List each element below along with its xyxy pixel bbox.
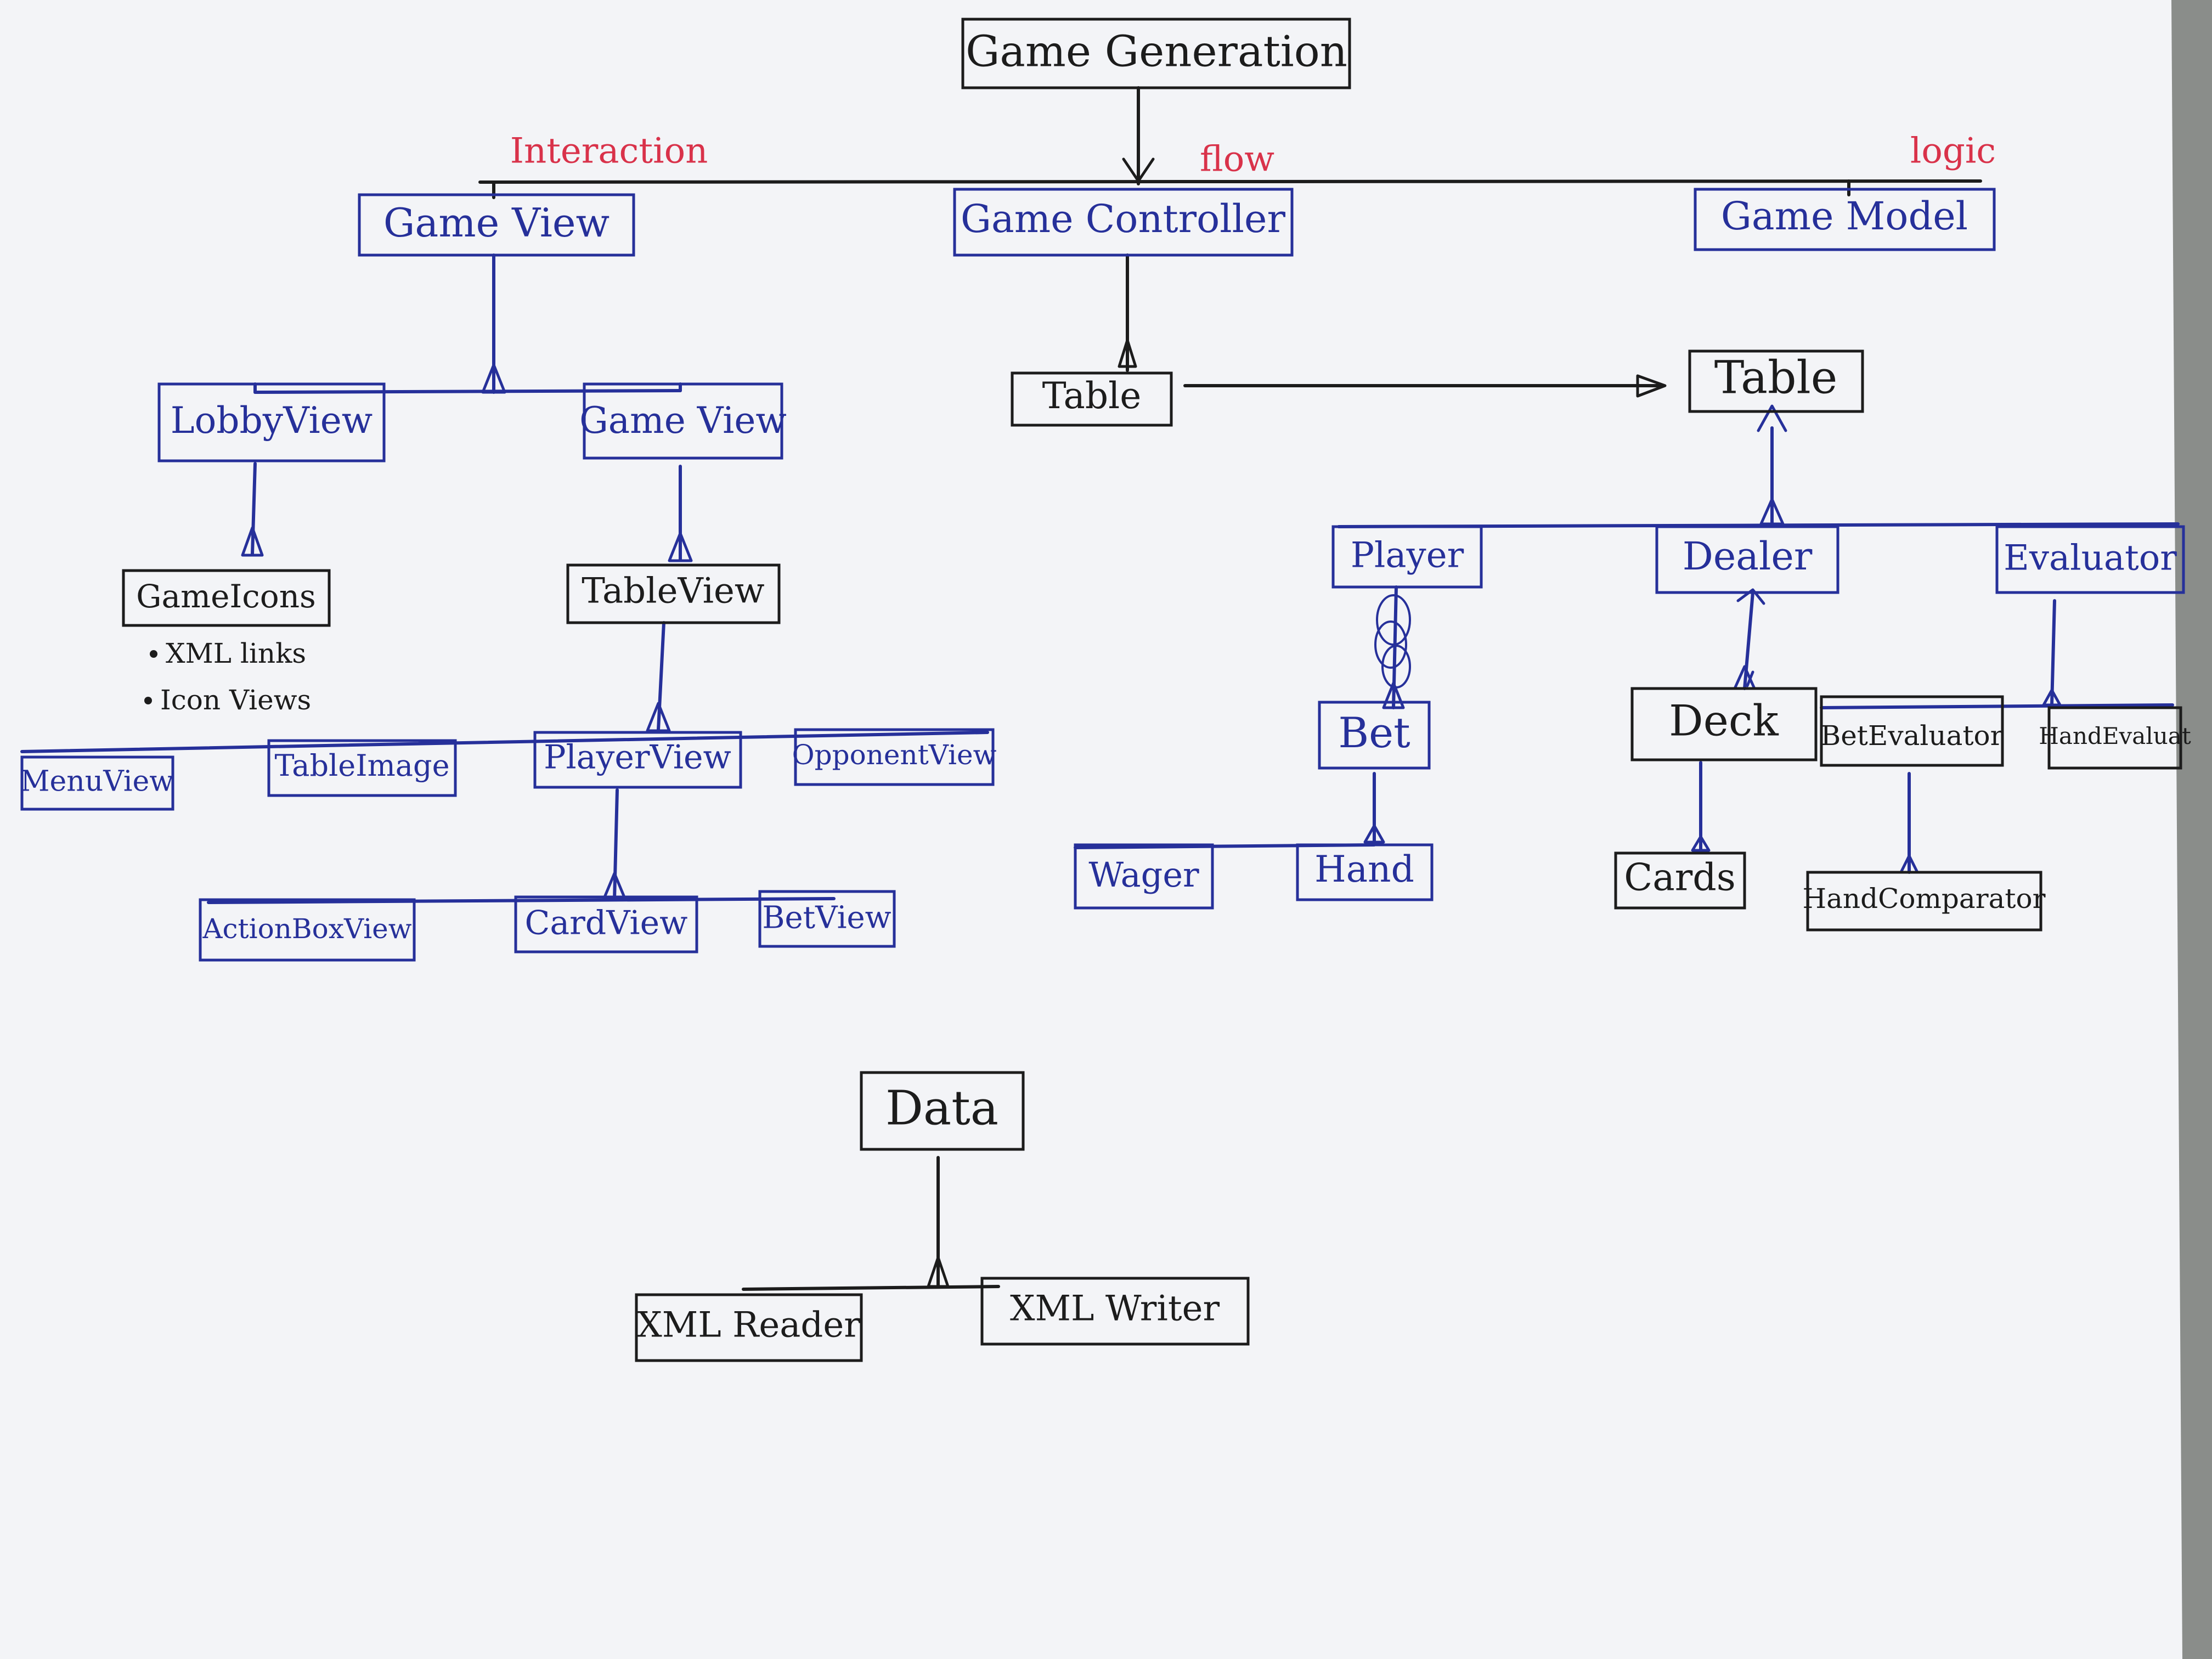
label-action-box-view: ActionBoxView: [202, 913, 411, 945]
scribble-mark: [1374, 594, 1411, 689]
box-game-generation[interactable]: [961, 18, 1351, 89]
box-bet[interactable]: [1318, 701, 1431, 770]
label-game-model: Game Model: [1721, 194, 1968, 239]
box-bet-view[interactable]: [758, 890, 896, 948]
label-bet-evaluator: BetEvaluator: [1820, 720, 2003, 752]
box-hand-evaluator[interactable]: [2047, 706, 2182, 770]
diagram-title: Game Generation: [966, 27, 1347, 77]
box-card-view[interactable]: [514, 895, 698, 953]
label-game-controller: Game Controller: [961, 196, 1285, 241]
label-bet: Bet: [1338, 708, 1410, 757]
label-xml-writer: XML Writer: [1010, 1289, 1220, 1329]
box-action-box-view[interactable]: [199, 898, 416, 962]
label-table-image: TableImage: [274, 748, 449, 783]
label-game-icons: GameIcons: [136, 578, 316, 615]
box-lobby-view[interactable]: [157, 382, 386, 462]
arrowheads-black: [927, 157, 1667, 1288]
box-table-model[interactable]: [1688, 349, 1864, 413]
label-xml-reader: XML Reader: [637, 1305, 861, 1346]
box-table-controller[interactable]: [1011, 371, 1173, 427]
label-hand-comparator: HandComparator: [1802, 883, 2045, 915]
box-player[interactable]: [1331, 525, 1483, 589]
label-cards: Cards: [1624, 856, 1736, 900]
label-table-controller: Table: [1042, 375, 1142, 417]
label-game-view-top: Game View: [383, 200, 610, 246]
label-player: Player: [1351, 535, 1464, 576]
top-connectors: [478, 86, 1982, 1291]
label-opponent-view: OpponentView: [792, 739, 997, 771]
label-hand-evaluator: HandEvaluat: [2039, 723, 2191, 749]
box-evaluator[interactable]: [1995, 525, 2185, 594]
box-game-controller[interactable]: [953, 188, 1294, 257]
label-flow: flow: [1200, 139, 1274, 180]
box-cards[interactable]: [1614, 851, 1746, 910]
box-menu-view[interactable]: [20, 755, 174, 811]
box-wager[interactable]: [1074, 843, 1214, 910]
box-bet-evaluator[interactable]: [1820, 695, 2004, 767]
label-bet-view: BetView: [762, 900, 891, 936]
box-hand-comparator[interactable]: [1806, 871, 2042, 932]
bullet-xml-links: [150, 650, 157, 658]
label-table-model: Table: [1714, 352, 1837, 404]
box-table-image[interactable]: [267, 739, 457, 797]
note-icon-views: Icon Views: [160, 684, 311, 716]
box-opponent-view[interactable]: [794, 728, 995, 786]
label-lobby-view: LobbyView: [171, 399, 373, 442]
box-hand[interactable]: [1296, 843, 1434, 901]
box-player-view[interactable]: [533, 731, 742, 789]
label-evaluator: Evaluator: [2004, 538, 2177, 579]
bullet-icon-views: [144, 697, 152, 704]
box-xml-reader[interactable]: [635, 1293, 863, 1362]
label-hand: Hand: [1314, 848, 1414, 890]
label-player-view: PlayerView: [544, 738, 731, 777]
box-xml-writer[interactable]: [980, 1277, 1250, 1346]
box-deck[interactable]: [1630, 687, 1818, 761]
box-data[interactable]: [860, 1071, 1025, 1151]
box-game-view-top[interactable]: [358, 193, 635, 257]
box-game-icons[interactable]: [122, 569, 331, 627]
note-xml-links: XML links: [166, 637, 306, 669]
label-interaction: Interaction: [510, 131, 708, 172]
box-game-model[interactable]: [1694, 188, 1996, 251]
label-data: Data: [885, 1081, 998, 1136]
label-table-view: TableView: [582, 571, 764, 612]
label-logic: logic: [1910, 131, 1996, 172]
label-dealer: Dealer: [1683, 534, 1813, 579]
label-game-view-sub: Game View: [579, 399, 787, 442]
label-menu-view: MenuView: [20, 765, 174, 798]
box-dealer[interactable]: [1655, 525, 1839, 594]
box-table-view[interactable]: [566, 563, 781, 624]
box-game-view-sub[interactable]: [583, 382, 783, 460]
label-wager: Wager: [1088, 855, 1199, 895]
label-deck: Deck: [1669, 697, 1779, 746]
label-card-view: CardView: [524, 904, 687, 943]
